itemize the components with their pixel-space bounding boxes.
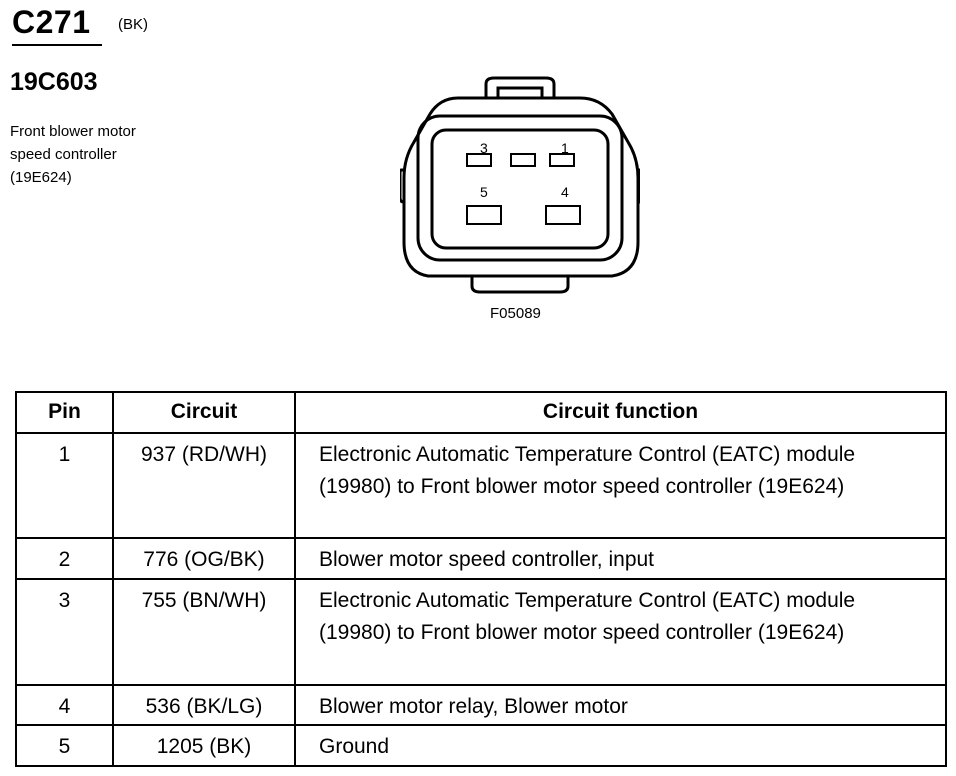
column-header-function: Circuit function [294, 391, 947, 434]
function-line: Blower motor speed controller, input [319, 548, 655, 572]
connector-left-rib [400, 168, 405, 204]
table-row: 5 1205 (BK) Ground [15, 724, 947, 767]
function-line: (19980) to Front blower motor speed cont… [319, 620, 845, 644]
terminal-pin-2 [510, 153, 536, 167]
function-cell: Electronic Automatic Temperature Control… [294, 577, 947, 686]
connector-inner-face [430, 128, 610, 250]
component-description: Front blower motor speed controller (19E… [10, 120, 210, 189]
connector-housing-outline [402, 96, 640, 278]
circuit-cell: 755 (BN/WH) [112, 577, 296, 686]
table-row: 2 776 (OG/BK) Blower motor speed control… [15, 537, 947, 580]
connector-color: (BK) [118, 16, 148, 33]
connector-id-underline [12, 44, 102, 46]
function-line: Electronic Automatic Temperature Control… [319, 588, 856, 612]
pin-cell: 5 [15, 724, 114, 767]
circuit-cell: 776 (OG/BK) [112, 537, 296, 580]
pin-cell: 1 [15, 431, 114, 540]
pin-label-3: 3 [480, 140, 488, 156]
terminal-pin-1 [549, 153, 575, 167]
pin-label-1: 1 [561, 140, 569, 156]
table-row: 1 937 (RD/WH) Electronic Automatic Tempe… [15, 431, 947, 540]
table-row: 3 755 (BN/WH) Electronic Automatic Tempe… [15, 577, 947, 686]
figure-code: F05089 [490, 305, 541, 322]
terminal-pin-4 [545, 205, 581, 225]
connector-bottom-tab [470, 276, 570, 294]
function-cell: Blower motor relay, Blower motor [294, 683, 947, 727]
terminal-pin-3 [466, 153, 492, 167]
table-row: 4 536 (BK/LG) Blower motor relay, Blower… [15, 683, 947, 727]
column-header-pin: Pin [15, 391, 114, 434]
function-cell: Ground [294, 724, 947, 767]
connector-right-rib [638, 168, 640, 204]
pin-label-5: 5 [480, 184, 488, 200]
connector-face-diagram: 3 1 5 4 [400, 76, 640, 294]
pinout-table: Pin Circuit Circuit function 1 937 (RD/W… [15, 391, 947, 767]
circuit-cell: 937 (RD/WH) [112, 431, 296, 540]
connector-latch [484, 76, 556, 98]
connector-id: C271 [12, 4, 91, 40]
part-number: 19C603 [10, 68, 98, 96]
function-line: (19980) to Front blower motor speed cont… [319, 474, 845, 498]
connector-latch-inner [496, 86, 544, 98]
description-line: (19E624) [10, 169, 72, 186]
function-cell: Blower motor speed controller, input [294, 537, 947, 580]
description-line: Front blower motor [10, 123, 136, 140]
function-cell: Electronic Automatic Temperature Control… [294, 431, 947, 540]
table-header-row: Pin Circuit Circuit function [15, 391, 947, 434]
terminal-pin-5 [466, 205, 502, 225]
function-line: Blower motor relay, Blower motor [319, 694, 628, 718]
connector-seal-ring [416, 114, 624, 262]
pin-cell: 3 [15, 577, 114, 686]
pin-label-4: 4 [561, 184, 569, 200]
circuit-cell: 536 (BK/LG) [112, 683, 296, 727]
function-line: Ground [319, 735, 390, 759]
column-header-circuit: Circuit [112, 391, 296, 434]
description-line: speed controller [10, 146, 117, 163]
function-line: Electronic Automatic Temperature Control… [319, 442, 856, 466]
pin-cell: 2 [15, 537, 114, 580]
pin-cell: 4 [15, 683, 114, 727]
circuit-cell: 1205 (BK) [112, 724, 296, 767]
